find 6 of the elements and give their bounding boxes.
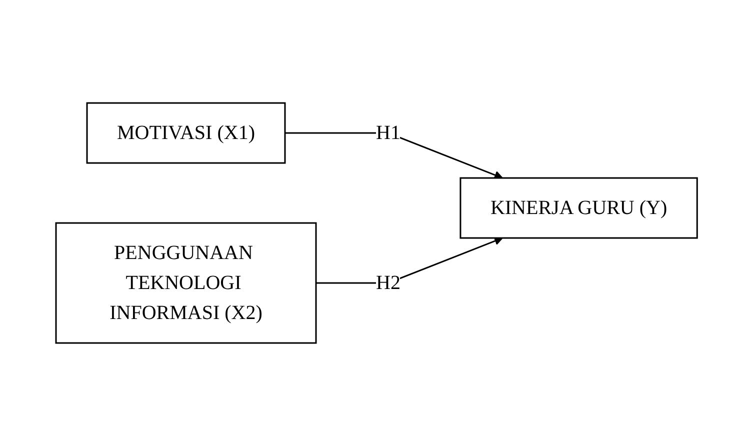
node-box: PENGGUNAAN TEKNOLOGI INFORMASI (X2) <box>55 222 317 344</box>
arrow <box>284 132 503 180</box>
edge-label: H2 <box>376 272 400 294</box>
node-box: KINERJA GURU (Y) <box>460 177 698 239</box>
edge-label: H1 <box>376 122 400 144</box>
node-box: MOTIVASI (X1) <box>86 102 286 164</box>
